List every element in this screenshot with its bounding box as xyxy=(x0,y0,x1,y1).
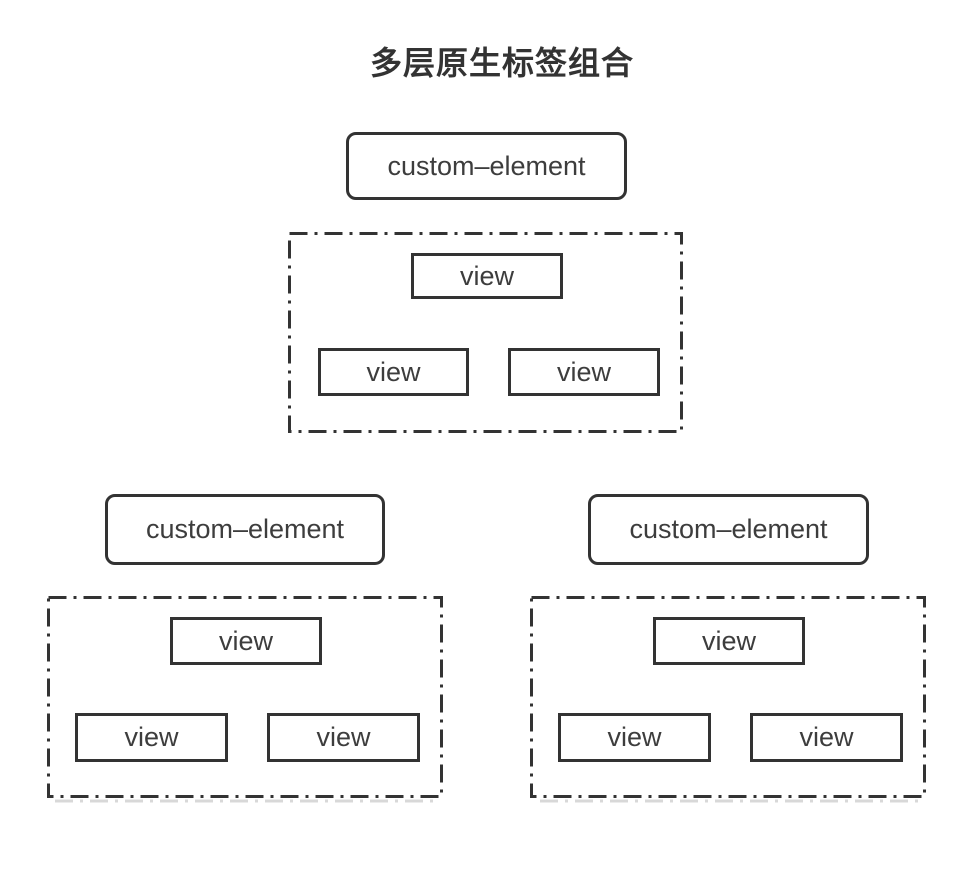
view-label: view xyxy=(556,356,611,387)
view-label: view xyxy=(366,356,421,387)
dashdot-border xyxy=(288,232,683,433)
view-node-parent: view xyxy=(411,253,563,299)
dashdot-border xyxy=(47,596,443,798)
view-node-child-left: view xyxy=(558,713,711,762)
view-label: view xyxy=(701,625,756,656)
custom-element-label: custom–element xyxy=(387,150,586,181)
view-node-child-left: view xyxy=(75,713,228,762)
view-label: view xyxy=(218,625,273,656)
view-node-child-right: view xyxy=(267,713,420,762)
view-label: view xyxy=(607,722,662,752)
view-label: view xyxy=(124,722,179,752)
view-label: view xyxy=(799,722,854,752)
dashdot-border xyxy=(530,596,926,798)
custom-element-label: custom–element xyxy=(145,514,345,544)
view-node-child-right: view xyxy=(508,348,660,396)
view-node-child-left: view xyxy=(318,348,469,396)
view-label: view xyxy=(316,722,371,752)
shadow-artifact-line xyxy=(540,799,922,803)
view-node-child-right: view xyxy=(750,713,903,762)
native-view-container: view view view xyxy=(47,596,443,798)
view-node-parent: view xyxy=(170,617,322,665)
custom-element-node: custom–element xyxy=(346,132,627,200)
shadow-artifact-line xyxy=(55,799,437,803)
view-node-parent: view xyxy=(653,617,805,665)
diagram-title: 多层原生标签组合 xyxy=(369,45,634,81)
native-view-container: view view view xyxy=(288,232,683,433)
native-view-container: view view view xyxy=(530,596,926,798)
custom-element-node: custom–element xyxy=(105,494,385,565)
view-label: view xyxy=(459,260,514,291)
custom-element-label: custom–element xyxy=(629,514,828,544)
custom-element-node: custom–element xyxy=(588,494,869,565)
